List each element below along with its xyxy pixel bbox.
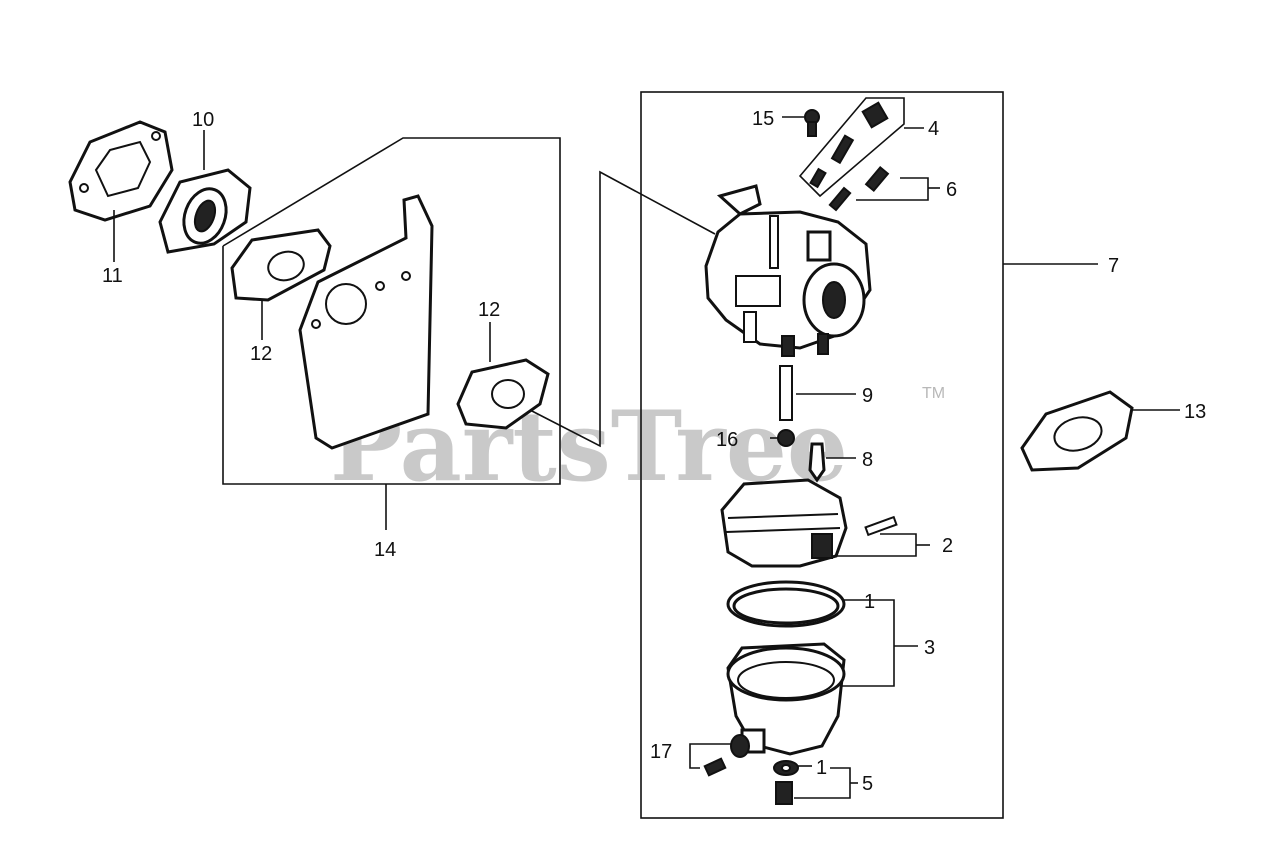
main-nozzle-9[interactable] <box>779 365 856 421</box>
gasket-13[interactable] <box>1020 390 1180 472</box>
gasket-11[interactable] <box>68 120 174 262</box>
callout-7: 7 <box>1108 255 1119 277</box>
callout-14: 14 <box>374 539 396 561</box>
insulator-10[interactable] <box>158 130 252 254</box>
callout-13: 13 <box>1184 401 1206 423</box>
callout-10: 10 <box>192 109 214 131</box>
callout-12-left: 12 <box>250 343 272 365</box>
callout-1-lower: 1 <box>816 757 827 779</box>
callout-11: 11 <box>102 265 123 287</box>
o-ring-1[interactable] <box>726 580 918 687</box>
bolt-5[interactable] <box>775 767 858 805</box>
callout-5: 5 <box>862 773 873 795</box>
float-chamber-3[interactable] <box>726 642 846 756</box>
drain-screw-17[interactable] <box>689 734 750 777</box>
carburetor-body[interactable] <box>704 184 872 357</box>
callout-9: 9 <box>862 385 873 407</box>
kit-4[interactable] <box>798 97 924 198</box>
float-2[interactable] <box>720 478 930 568</box>
group-14-frame <box>222 137 561 530</box>
washer-5[interactable] <box>773 760 812 776</box>
gasket-12-right[interactable] <box>456 170 716 448</box>
callout-15: 15 <box>752 108 774 130</box>
callout-1-upper: 1 <box>864 591 875 613</box>
callout-12-right: 12 <box>478 299 500 321</box>
heat-shield-plate[interactable] <box>298 194 434 450</box>
screw-15[interactable] <box>782 109 820 137</box>
carburetor-assembly-frame <box>640 91 1098 819</box>
callout-3: 3 <box>924 637 935 659</box>
callout-16: 16 <box>716 429 738 451</box>
callout-4: 4 <box>928 118 939 140</box>
main-jet-16[interactable] <box>770 429 795 447</box>
callout-17: 17 <box>650 741 672 763</box>
callout-2: 2 <box>942 535 953 557</box>
screws-6[interactable] <box>828 165 940 212</box>
callout-6: 6 <box>946 179 957 201</box>
watermark-trademark: TM <box>922 385 945 402</box>
float-valve-8[interactable] <box>808 442 856 483</box>
gasket-12-left[interactable] <box>230 228 332 340</box>
callout-8: 8 <box>862 449 873 471</box>
